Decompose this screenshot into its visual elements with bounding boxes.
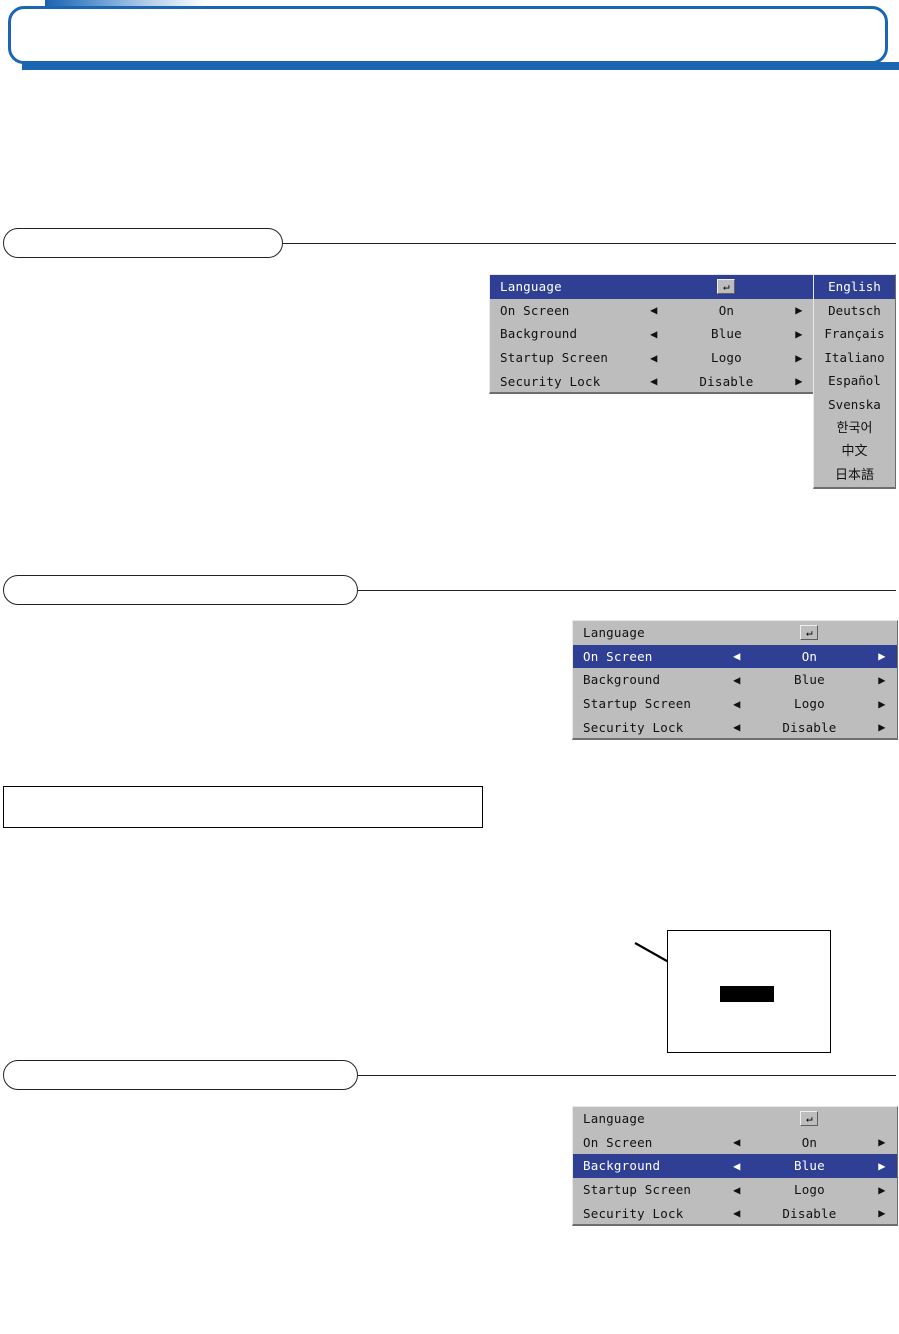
language-dropdown-list[interactable]: English Deutsch Français Italiano Españo… [813,274,896,489]
osd-row-security-lock[interactable]: Security Lock ◀ Disable ▶ [573,715,897,739]
osd-label-on-screen: On Screen [583,1134,653,1150]
osd-row-language[interactable]: Language ↵ [573,1107,897,1131]
enter-key-icon[interactable]: ↵ [717,279,736,295]
osd-label-startup-screen: Startup Screen [500,350,609,366]
osd-row-startup-screen[interactable]: Startup Screen ◀ Logo ▶ [490,346,814,370]
language-option-korean[interactable]: 한국어 [836,420,873,436]
arrow-right-icon[interactable]: ▶ [878,1206,886,1221]
page-header [0,0,899,90]
language-option-japanese[interactable]: 日本語 [834,467,874,483]
osd-label-security-lock: Security Lock [583,1205,684,1221]
osd-row-on-screen[interactable]: On Screen ◀ On ▶ [573,644,897,669]
osd-enter-slot: ↵ [730,625,889,641]
section-heading-3 [3,1060,358,1090]
arrow-right-icon[interactable]: ▶ [795,326,803,341]
osd-label-language: Language [583,625,645,641]
arrow-right-icon[interactable]: ▶ [795,374,803,389]
arrow-right-icon[interactable]: ▶ [878,1135,886,1150]
osd-row-security-lock[interactable]: Security Lock ◀ Disable ▶ [573,1201,897,1225]
osd-row-on-screen[interactable]: On Screen ◀ On ▶ [573,1131,897,1155]
osd-value-security-lock: Disable [782,719,837,735]
enter-key-icon[interactable]: ↵ [800,1111,819,1127]
osd-label-language: Language [583,1111,645,1127]
arrow-left-icon[interactable]: ◀ [733,649,741,664]
language-option-english[interactable]: English [814,275,895,299]
section-rule-3 [358,1075,896,1076]
arrow-left-icon[interactable]: ◀ [650,326,658,341]
osd-enter-slot: ↵ [730,1111,889,1127]
section-rule-2 [358,590,896,591]
osd-value-startup-screen: Logo [793,696,825,712]
enter-key-icon[interactable]: ↵ [800,625,819,641]
arrow-left-icon[interactable]: ◀ [733,1135,741,1150]
arrow-left-icon[interactable]: ◀ [733,696,741,711]
osd-value-background: Blue [793,1158,825,1174]
section-3-body [20,1094,550,1244]
section-heading-2 [3,575,358,605]
arrow-right-icon[interactable]: ▶ [878,672,886,687]
osd-row-security-lock[interactable]: Security Lock ◀ Disable ▶ [490,369,814,393]
osd-value-background: Blue [793,672,825,688]
arrow-left-icon[interactable]: ◀ [733,1182,741,1197]
osd-row-background[interactable]: Background ◀ Blue ▶ [573,1154,897,1178]
osd-row-startup-screen[interactable]: Startup Screen ◀ Logo ▶ [573,1178,897,1202]
arrow-right-icon[interactable]: ▶ [878,720,886,735]
arrow-left-icon[interactable]: ◀ [650,374,658,389]
osd-row-startup-screen[interactable]: Startup Screen ◀ Logo ▶ [573,692,897,716]
arrow-left-icon[interactable]: ◀ [733,720,741,735]
osd-label-background: Background [583,1158,661,1174]
section-rule-1 [283,243,896,244]
osd-row-on-screen[interactable]: On Screen ◀ On ▶ [490,299,814,323]
arrow-right-icon[interactable]: ▶ [878,649,886,664]
arrow-right-icon[interactable]: ▶ [795,303,803,318]
osd-label-on-screen: On Screen [500,302,570,318]
osd-label-security-lock: Security Lock [500,373,601,389]
note-box [3,786,483,828]
header-gradient-accent [45,0,205,9]
arrow-right-icon[interactable]: ▶ [878,696,886,711]
header-bottom-bar [22,62,899,70]
osd-row-language[interactable]: Language ↵ [490,275,814,299]
osd-label-on-screen: On Screen [583,648,653,664]
language-option-deutsch[interactable]: Deutsch [828,302,881,318]
arrow-left-icon[interactable]: ◀ [650,350,658,365]
osd-value-startup-screen: Logo [793,1182,825,1198]
osd-value-security-lock: Disable [782,1205,837,1221]
arrow-left-icon[interactable]: ◀ [733,672,741,687]
osd-menu-language[interactable]: Language ↵ On Screen ◀ On ▶ Background ◀… [489,274,815,394]
osd-label-startup-screen: Startup Screen [583,696,692,712]
language-option-espanol[interactable]: Español [828,373,881,389]
osd-enter-slot: ↵ [647,279,806,295]
osd-value-on-screen: On [801,1134,818,1150]
language-option-francais[interactable]: Français [824,326,885,342]
section-heading-1 [3,228,283,258]
arrow-left-icon[interactable]: ◀ [733,1206,741,1221]
arrow-right-icon[interactable]: ▶ [878,1158,886,1173]
osd-value-security-lock: Disable [699,373,754,389]
osd-value-on-screen: On [718,302,735,318]
language-option-chinese[interactable]: 中文 [841,444,868,460]
osd-value-background: Blue [710,326,742,342]
osd-menu-on-screen[interactable]: Language ↵ On Screen ◀ On ▶ Background ◀… [572,620,898,740]
osd-menu-background[interactable]: Language ↵ On Screen ◀ On ▶ Background ◀… [572,1106,898,1226]
logo-placeholder-bar [720,986,774,1002]
osd-label-background: Background [583,672,661,688]
osd-label-startup-screen: Startup Screen [583,1182,692,1198]
osd-label-background: Background [500,326,578,342]
osd-row-language[interactable]: Language ↵ [573,621,897,645]
arrow-right-icon[interactable]: ▶ [795,350,803,365]
osd-value-on-screen: On [801,648,818,664]
osd-label-language: Language [500,279,562,295]
language-option-italiano[interactable]: Italiano [824,349,885,365]
screen-preview-figure [667,930,831,1053]
arrow-left-icon[interactable]: ◀ [733,1158,741,1173]
osd-label-security-lock: Security Lock [583,719,684,735]
language-option-svenska[interactable]: Svenska [828,396,881,412]
osd-value-startup-screen: Logo [710,350,742,366]
osd-row-background[interactable]: Background ◀ Blue ▶ [573,668,897,692]
arrow-right-icon[interactable]: ▶ [878,1182,886,1197]
arrow-left-icon[interactable]: ◀ [650,303,658,318]
osd-row-background[interactable]: Background ◀ Blue ▶ [490,322,814,346]
